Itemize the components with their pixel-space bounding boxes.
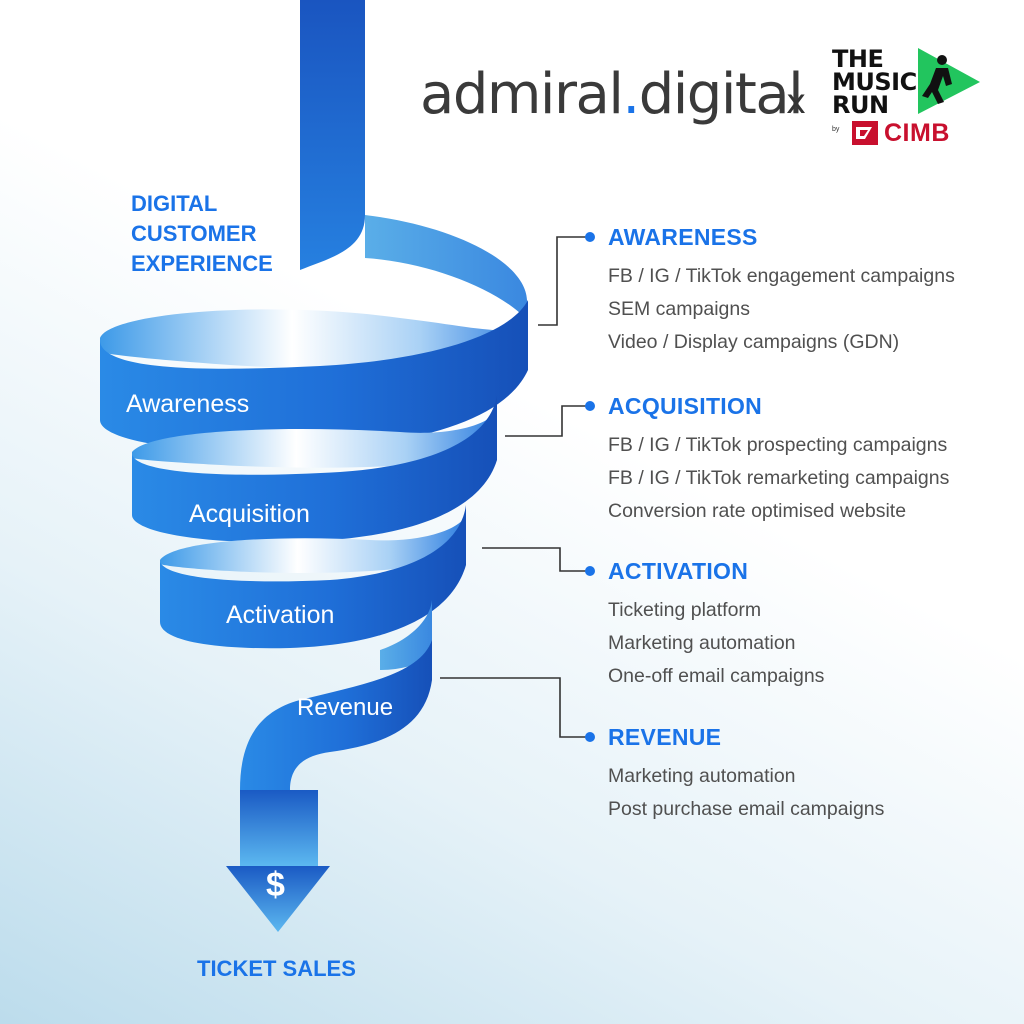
diagram-title-line-2: CUSTOMER <box>131 221 257 246</box>
partner-line-2: MUSIC <box>832 68 917 96</box>
arrow-head <box>226 866 330 932</box>
stage-title: ACTIVATION <box>608 558 749 584</box>
cimb-icon <box>852 121 878 145</box>
ribbon-inner-2 <box>132 410 497 468</box>
connector-dot-activation <box>585 566 595 576</box>
stage-items: FB / IG / TikTok prospecting campaigns F… <box>608 429 949 528</box>
ribbon-front-4 <box>240 640 432 790</box>
ribbon-front-2 <box>132 395 497 543</box>
stage-item: FB / IG / TikTok prospecting campaigns <box>608 434 948 456</box>
spiral-label-activation: Activation <box>226 601 335 629</box>
stage-awareness: AWARENESS FB / IG / TikTok engagement ca… <box>608 224 955 359</box>
stage-title: AWARENESS <box>608 224 758 250</box>
dollar-icon: $ <box>266 866 285 904</box>
cimb-logo-text: CIMB <box>884 119 950 147</box>
stage-item: Ticketing platform <box>608 599 762 621</box>
stage-revenue: REVENUE Marketing automation Post purcha… <box>608 724 884 826</box>
diagram-title-line-3: EXPERIENCE <box>131 251 273 276</box>
stage-item: Post purchase email campaigns <box>608 798 885 820</box>
stage-item: Conversion rate optimised website <box>608 500 907 522</box>
stage-activation: ACTIVATION Ticketing platform Marketing … <box>608 558 824 693</box>
ribbon-lower-stem <box>240 790 318 866</box>
connector-acquisition <box>505 405 588 437</box>
outcome-label: TICKET SALES <box>197 956 356 981</box>
partner-line-3: RUN <box>832 91 889 119</box>
connector-dot-revenue <box>585 732 595 742</box>
stage-title: ACQUISITION <box>608 393 763 419</box>
spiral-label-revenue: Revenue <box>297 694 394 721</box>
ribbon-stem <box>291 0 365 270</box>
ribbon-inner-3 <box>160 515 466 574</box>
stage-item: One-off email campaigns <box>608 665 825 687</box>
spiral-label-awareness: Awareness <box>126 390 250 418</box>
brand-main: admiral <box>420 62 624 127</box>
stage-item: FB / IG / TikTok engagement campaigns <box>608 265 955 287</box>
connector-lines <box>440 236 588 738</box>
the-music-run-logo: THE MUSIC RUN <box>832 45 917 119</box>
brand-tail: digital <box>638 62 804 127</box>
ribbon-front-3 <box>160 505 466 649</box>
admiral-digital-logo: admiral.digital <box>420 62 804 127</box>
stage-item: Video / Display campaigns (GDN) <box>608 331 900 353</box>
partner-by: by <box>832 126 840 133</box>
stage-acquisition: ACQUISITION FB / IG / TikTok prospecting… <box>608 393 949 528</box>
ribbon-front-1 <box>100 300 528 451</box>
connector-awareness <box>538 236 588 326</box>
ribbon-back-2 <box>380 600 432 670</box>
connector-revenue <box>440 677 588 738</box>
connector-dot-acquisition <box>585 401 595 411</box>
ribbon-back-1 <box>365 215 527 320</box>
brand-dot: . <box>622 62 640 127</box>
stage-title: REVENUE <box>608 724 722 750</box>
stage-item: Marketing automation <box>608 765 796 787</box>
diagram-title: DIGITAL CUSTOMER EXPERIENCE <box>131 189 273 279</box>
stage-items: Ticketing platform Marketing automation … <box>608 594 824 693</box>
stage-items: FB / IG / TikTok engagement campaigns SE… <box>608 260 955 359</box>
stage-item: FB / IG / TikTok remarketing campaigns <box>608 467 950 489</box>
stage-item: SEM campaigns <box>608 298 750 320</box>
partner-line-1: THE <box>832 45 884 73</box>
connector-dot-awareness <box>585 232 595 242</box>
spiral-label-acquisition: Acquisition <box>189 500 310 528</box>
diagram-title-line-1: DIGITAL <box>131 191 218 216</box>
collaboration-x: x <box>786 82 807 122</box>
stage-item: Marketing automation <box>608 632 796 654</box>
runner-icon <box>922 55 952 104</box>
stage-items: Marketing automation Post purchase email… <box>608 760 884 826</box>
connector-dots <box>585 232 595 742</box>
connector-activation <box>482 547 588 572</box>
